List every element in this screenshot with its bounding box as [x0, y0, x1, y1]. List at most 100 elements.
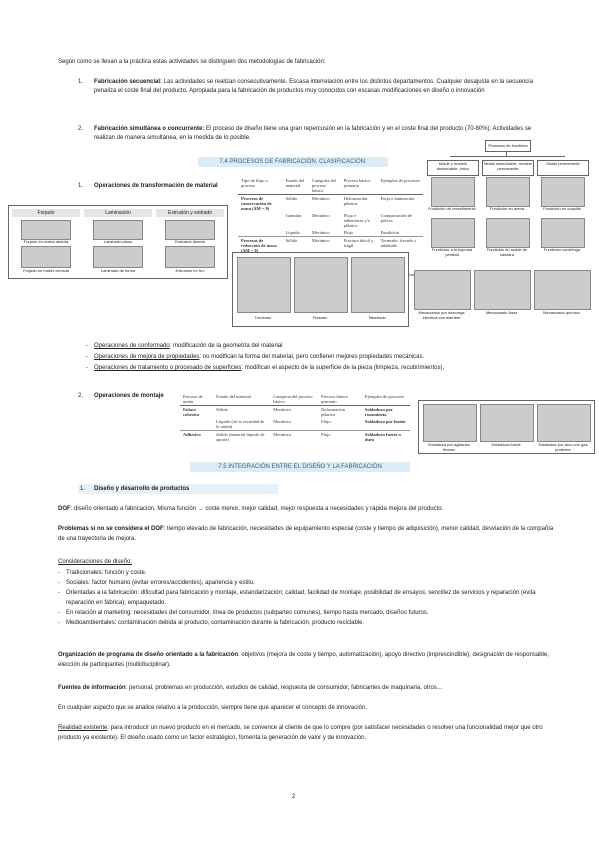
term: Realidad existente: [58, 725, 108, 731]
figure-caption: Extrusión directa: [175, 239, 205, 244]
table-cell: Flujo e adherencia y/o plástico: [343, 213, 370, 228]
definition: Las actividades se realizan consecutivam…: [94, 79, 533, 94]
casting-illustration: [541, 218, 585, 248]
figure-caption: Forjado en matriz cerrada: [23, 268, 69, 273]
table-header: Ejemplos de procesos: [377, 177, 423, 195]
term: Operaciones de tratamiento o procesado d…: [94, 365, 242, 371]
figure-caption: Soldadura por agitación friccion: [427, 442, 471, 452]
table-cell: Soldadura fuerte o dura: [364, 432, 401, 442]
table-cell: Flujo: [343, 230, 354, 235]
term: Fabricación secuencial:: [94, 79, 163, 85]
term: Problemas si no se considera el DOF: [58, 526, 164, 532]
cold-extrusion-illustration: [165, 246, 215, 268]
figure-column-box: Molde desechable, modelo permanente: [482, 160, 534, 176]
table-cell: Fundición: [380, 230, 399, 235]
organization-paragraph: Organización de programa de diseño orien…: [58, 650, 558, 670]
table-cell: Soldadura por rozamiento: [364, 407, 393, 417]
table-cell: Líquido (en la vecindad de la unión): [216, 419, 265, 429]
shape-rolling-illustration: [93, 246, 143, 268]
table-row: Procesos de conservación de masa (ΔM = 0…: [238, 195, 423, 213]
figure-caption: Taladrado: [368, 315, 386, 320]
list-item: Fabricación secuencial: Las actividades …: [94, 78, 542, 96]
wire-edm-illustration: [414, 270, 471, 310]
intro-text: Según como se llevan a la práctica estas…: [58, 59, 326, 65]
sources-paragraph: Fuentes de información: personal, proble…: [58, 684, 558, 692]
table-header: Ejemplos de procesos: [361, 393, 410, 406]
subsection-title: Operaciones de montaje: [94, 393, 164, 399]
casting-illustration: [431, 177, 475, 207]
list-item: -Operaciones de tratamiento o procesado …: [86, 365, 445, 371]
considerations-list: -Tradicionales: función y coste. -Social…: [58, 568, 558, 628]
table-header: Proceso de unión: [180, 393, 214, 406]
table-header: Estado del material: [213, 393, 271, 406]
section-banner: 7.4 PROCESOS DE FABRICACIÓN. CLASIFICACI…: [198, 157, 388, 167]
table-cell: Enlace cohesivo: [183, 407, 200, 417]
figure-cell-title: Forjado: [12, 209, 80, 217]
joining-table: Proceso de unión Estado del material Cat…: [180, 393, 410, 443]
figure-column-box: Molde y modelo desechable, único: [427, 160, 479, 176]
figure-caption: Fundición de revestimiento: [428, 206, 476, 211]
figure-caption: Fundición en arena: [489, 206, 525, 211]
term: Operaciones de conformado: [94, 343, 170, 349]
term: Operaciones de mejora de propiedades: [94, 354, 200, 360]
definition: : modificación de la geometría del mater…: [169, 343, 283, 349]
friction-stir-welding-illustration: [423, 404, 477, 442]
figure-caption: Mecanizado químico: [543, 310, 580, 315]
list-item: -Tradicionales: función y coste.: [58, 570, 147, 576]
table-cell: Granular: [285, 213, 302, 218]
list-item: -En relación al marketing: necesidades d…: [58, 610, 429, 616]
definition: : modifican el aspecto de la superficie …: [241, 365, 445, 371]
milling-illustration: [294, 257, 348, 313]
table-row: Procesos de reducción de masa (ΔM < 0)Só…: [238, 236, 423, 255]
term: Fabricación simultánea o concurrente:: [94, 126, 205, 132]
considerations-title: Consideraciones de diseño:: [58, 559, 133, 565]
figure-caption: Fresado: [312, 315, 328, 320]
table-cell: Adhesivo: [183, 432, 201, 437]
chemical-machining-illustration: [534, 270, 591, 310]
table-cell: Sólido (material líquido de aporte): [216, 432, 265, 442]
table-cell: Deformación plástica: [343, 196, 368, 206]
definition: : objetivos (mejora de coste y tiempo, a…: [58, 652, 549, 668]
problems-paragraph: Problemas si no se considera el DOF: tie…: [58, 524, 558, 544]
list-number: 2.: [78, 393, 84, 399]
figure-caption: Mecanizado láser: [485, 310, 518, 315]
table-header: Categoría del proceso básico: [270, 393, 319, 406]
table-cell: [180, 418, 213, 431]
list-item: -Sociales: factor humano (evitar errores…: [58, 580, 255, 586]
drilling-illustration: [351, 257, 405, 313]
table-cell: Mecánico: [273, 419, 291, 424]
definition: El proceso de diseño tiene una gran repe…: [94, 126, 532, 141]
table-cell: Sólido: [216, 407, 228, 412]
table-cell: Procesos de conservación de masa (ΔM = 0…: [241, 196, 272, 211]
table-header: Estado del material: [282, 177, 309, 195]
definition: : diseño orientado a fabricación. Misma …: [70, 506, 444, 512]
figure-caption: Fundición en coquilla: [543, 206, 581, 211]
operations-list: -Operaciones de conformado: modificación…: [86, 342, 564, 372]
gas-arc-welding-illustration: [537, 404, 591, 442]
list-item: -Operaciones de conformado: modificación…: [86, 343, 283, 349]
extrusion-illustration: [165, 220, 215, 240]
brazing-illustration: [480, 404, 534, 442]
figure-caption: Fundición en molde de cáscara: [486, 247, 528, 257]
table-row: Líquido (en la vecindad de la unión) Mecá…: [180, 418, 410, 431]
figure-caption: Soldadura fuerte: [491, 442, 521, 447]
table-cell: [238, 212, 283, 229]
figure-caption: Fundición a la espuma perdida: [431, 247, 473, 257]
table-row: Adhesivo Sólido (material líquido de apor…: [180, 430, 410, 444]
list-item: -Medioambientales: contaminación debida …: [58, 620, 365, 626]
table-cell: Soldadura por fusión: [364, 419, 406, 424]
figure-caption: Soldadura por arco con gas protector: [538, 442, 588, 452]
forging-illustration: [21, 220, 71, 240]
list-number: 1.: [78, 79, 84, 85]
figure-top-box: Procesos de fundición: [485, 140, 531, 152]
casting-figure: Procesos de fundición Molde y modelo des…: [425, 140, 591, 270]
subsection-title: Diseño y desarrollo de productos: [94, 486, 190, 492]
subsection-highlight: [78, 484, 278, 494]
process-table: Tipo de flujo o proceso Estado del mater…: [238, 177, 423, 290]
rolling-illustration: [93, 220, 143, 240]
list-item: -Operaciones de mejora de propiedades: n…: [86, 354, 425, 360]
figure-caption: Laminado plano: [103, 239, 133, 244]
reality-paragraph: Realidad existente: para introducir un n…: [58, 723, 558, 743]
